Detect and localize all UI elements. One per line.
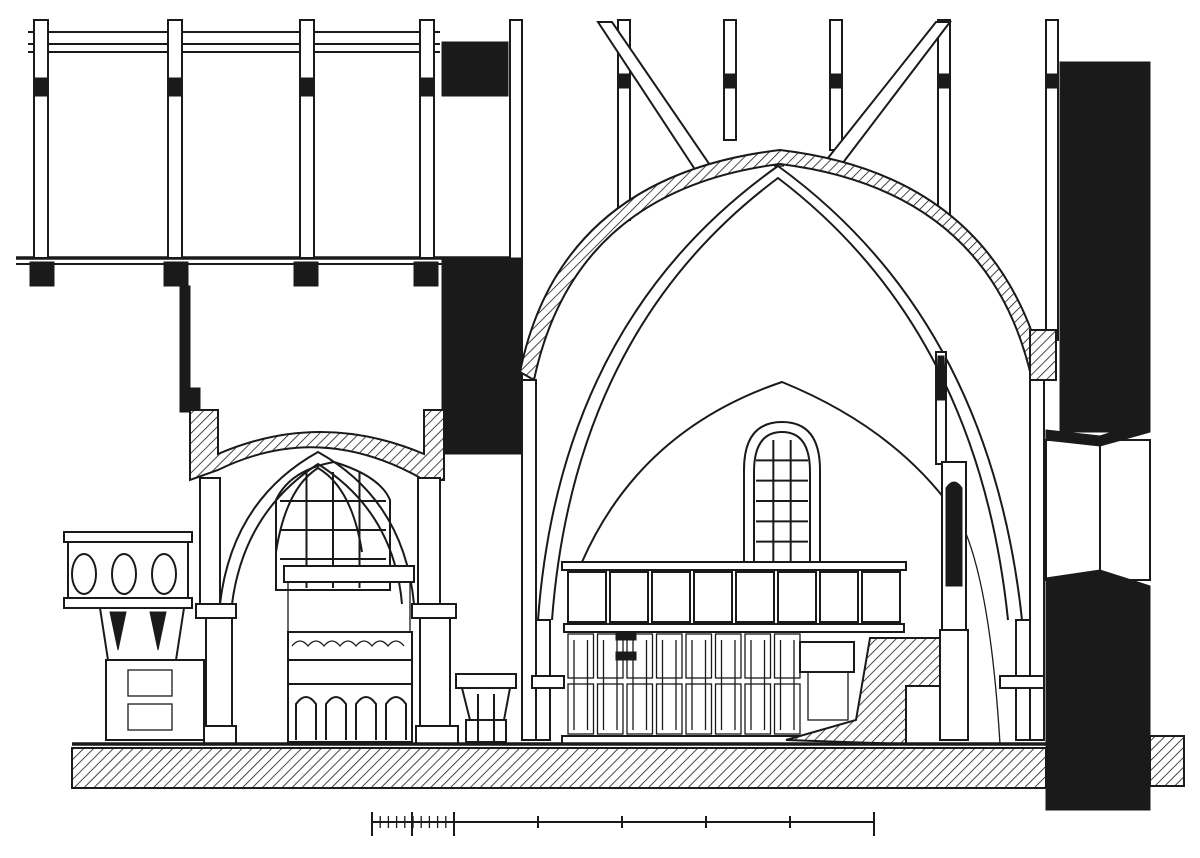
stall-upper-panel <box>819 571 859 623</box>
stall-upper-panel <box>777 571 817 623</box>
floor <box>71 735 1185 789</box>
organ-loft <box>283 565 415 743</box>
baptismal-font <box>455 673 517 743</box>
stall-upper-panel <box>693 571 733 623</box>
stall-lower-panel <box>567 633 595 679</box>
stall-upper-panel <box>735 571 775 623</box>
stall-lower-panel <box>655 683 683 735</box>
stall-lower-panel <box>714 633 742 679</box>
side-aisle-arch <box>179 285 459 745</box>
roof-truss-left <box>16 19 515 287</box>
choir-stalls <box>561 561 963 746</box>
wall-sections <box>441 41 1151 811</box>
round-window <box>743 420 821 564</box>
round-window-grid <box>756 440 808 562</box>
scale-bar <box>371 812 875 836</box>
stall-upper-panels <box>567 571 901 623</box>
stall-lower-panel <box>626 683 654 735</box>
roof-truss-right <box>509 19 1059 381</box>
stall-lower-panel <box>773 633 801 679</box>
stall-upper-panel <box>609 571 649 623</box>
stall-lower-panel <box>567 683 595 735</box>
stall-lower-panels <box>567 633 801 735</box>
pulpit <box>63 531 205 741</box>
stall-lower-panel <box>596 683 624 735</box>
stall-lower-panel <box>655 633 683 679</box>
stall-lower-panel <box>744 683 772 735</box>
stall-lower-panel <box>685 633 713 679</box>
stall-lower-panel <box>773 683 801 735</box>
main-vault <box>518 148 1057 745</box>
stall-upper-panel <box>861 571 901 623</box>
stall-upper-panel <box>567 571 607 623</box>
gothic-window <box>275 460 391 591</box>
stall-lower-panel <box>685 683 713 735</box>
stall-lower-panel <box>744 633 772 679</box>
stall-upper-panel <box>651 571 691 623</box>
statue-column <box>935 351 969 741</box>
stall-lower-panel <box>714 683 742 735</box>
